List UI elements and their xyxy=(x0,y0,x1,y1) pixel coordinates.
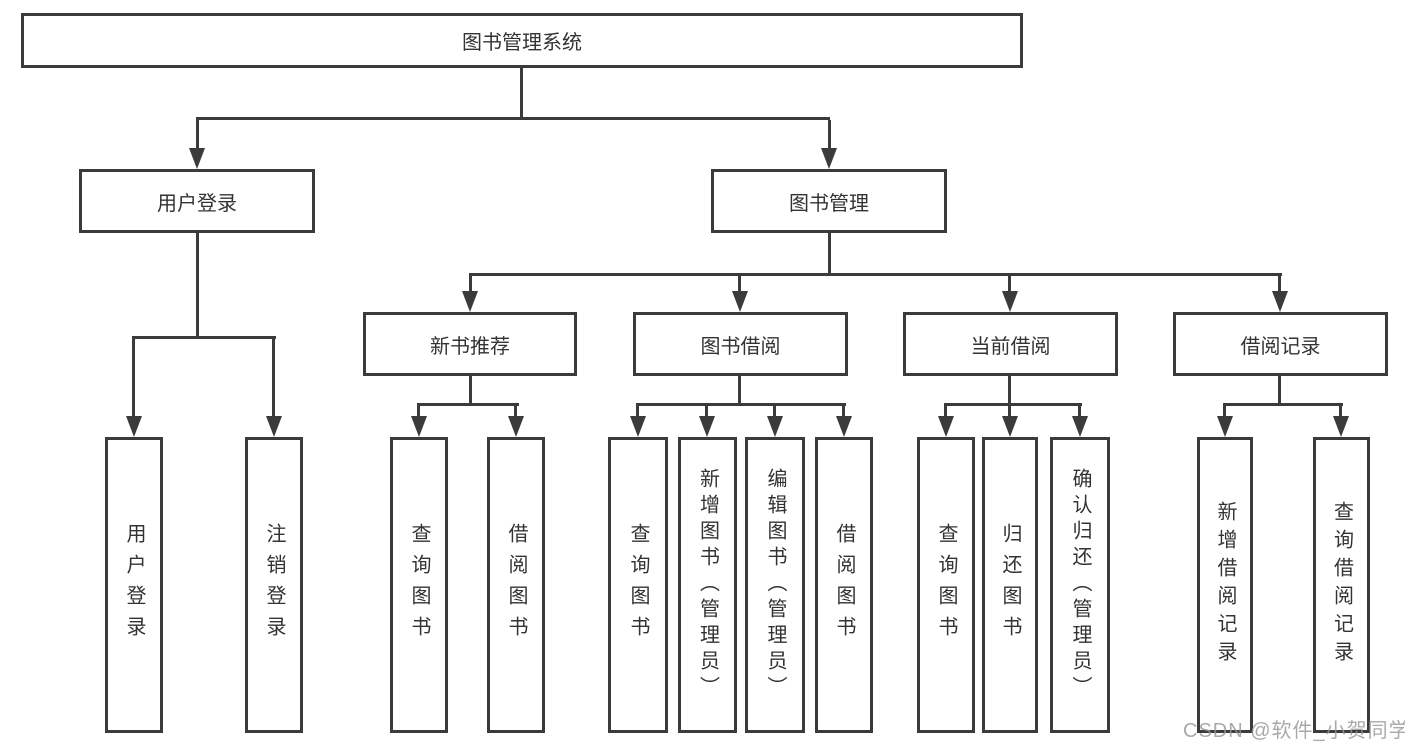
leaf-query-book-1: 查询图书 xyxy=(390,437,448,733)
connector-line xyxy=(1008,376,1011,406)
connector-line xyxy=(738,376,741,406)
leaf-return-book: 归还图书 xyxy=(982,437,1038,733)
node-user-login-label: 用户登录 xyxy=(157,192,237,215)
connector-line xyxy=(196,233,199,339)
arrow-down-icon xyxy=(938,416,954,437)
connector-line xyxy=(417,403,519,406)
connector-line xyxy=(738,276,741,291)
connector-line xyxy=(469,273,1282,276)
connector-line xyxy=(636,406,639,416)
node-book-mgmt-label: 图书管理 xyxy=(789,192,869,215)
arrow-down-icon xyxy=(1002,416,1018,437)
connector-line xyxy=(705,406,708,416)
connector-line xyxy=(1078,406,1081,416)
connector-line xyxy=(417,406,420,416)
node-book-borrow-label: 图书借阅 xyxy=(700,335,781,358)
connector-line xyxy=(842,406,845,416)
leaf-logout-label: 注销登录 xyxy=(263,523,285,647)
node-current-borrow: 当前借阅 xyxy=(903,312,1118,376)
arrow-down-icon xyxy=(126,416,142,437)
arrow-down-icon xyxy=(836,416,852,437)
connector-line xyxy=(132,339,135,416)
leaf-confirm-return: 确认归还（管理员） xyxy=(1050,437,1110,733)
node-book-mgmt: 图书管理 xyxy=(711,169,947,233)
connector-line xyxy=(272,339,275,416)
arrow-down-icon xyxy=(1002,291,1018,312)
arrow-down-icon xyxy=(1072,416,1088,437)
leaf-user-login-label: 用户登录 xyxy=(123,523,145,647)
arrow-down-icon xyxy=(1272,291,1288,312)
connector-line xyxy=(828,233,831,276)
leaf-query-book-2: 查询图书 xyxy=(608,437,668,733)
arrow-down-icon xyxy=(1217,416,1233,437)
arrow-down-icon xyxy=(508,416,524,437)
leaf-add-book-label: 新增图书（管理员） xyxy=(696,468,719,702)
node-root: 图书管理系统 xyxy=(21,13,1023,68)
connector-line xyxy=(196,117,830,120)
connector-line xyxy=(636,403,846,406)
connector-line xyxy=(1223,406,1226,416)
node-current-borrow-label: 当前借阅 xyxy=(970,335,1051,358)
leaf-add-book: 新增图书（管理员） xyxy=(678,437,737,733)
node-user-login: 用户登录 xyxy=(79,169,315,233)
leaf-borrow-book-1-label: 借阅图书 xyxy=(505,523,527,647)
connector-line xyxy=(1008,276,1011,291)
connector-line xyxy=(520,68,523,120)
leaf-query-book-2-label: 查询图书 xyxy=(627,523,649,647)
leaf-borrow-book-2-label: 借阅图书 xyxy=(833,523,855,647)
arrow-down-icon xyxy=(732,291,748,312)
arrow-down-icon xyxy=(266,416,282,437)
connector-line xyxy=(196,120,199,148)
connector-line xyxy=(1278,276,1281,291)
connector-line xyxy=(469,276,472,291)
connector-line xyxy=(132,336,276,339)
leaf-borrow-book-1: 借阅图书 xyxy=(487,437,545,733)
arrow-down-icon xyxy=(821,148,837,169)
leaf-add-record-label: 新增借阅记录 xyxy=(1214,501,1236,669)
leaf-query-record-label: 查询借阅记录 xyxy=(1330,501,1353,669)
arrow-down-icon xyxy=(411,416,427,437)
connector-line xyxy=(1278,376,1281,406)
node-root-label: 图书管理系统 xyxy=(462,32,582,54)
leaf-borrow-book-2: 借阅图书 xyxy=(815,437,873,733)
leaf-logout: 注销登录 xyxy=(245,437,303,733)
leaf-query-book-3: 查询图书 xyxy=(917,437,975,733)
leaf-query-book-3-label: 查询图书 xyxy=(935,523,957,647)
connector-line xyxy=(469,376,472,406)
leaf-return-book-label: 归还图书 xyxy=(999,523,1021,647)
arrow-down-icon xyxy=(699,416,715,437)
leaf-edit-book-label: 编辑图书（管理员） xyxy=(764,468,786,702)
leaf-add-record: 新增借阅记录 xyxy=(1197,437,1253,733)
node-new-book-rec-label: 新书推荐 xyxy=(430,335,510,358)
arrow-down-icon xyxy=(630,416,646,437)
arrow-down-icon xyxy=(189,148,205,169)
node-new-book-rec: 新书推荐 xyxy=(363,312,577,376)
connector-line xyxy=(514,406,517,416)
connector-line xyxy=(1223,403,1343,406)
arrow-down-icon xyxy=(767,416,783,437)
arrow-down-icon xyxy=(462,291,478,312)
connector-line xyxy=(1008,406,1011,416)
leaf-edit-book: 编辑图书（管理员） xyxy=(745,437,805,733)
connector-line xyxy=(944,403,1082,406)
connector-line xyxy=(944,406,947,416)
connector-line xyxy=(828,120,831,148)
arrow-down-icon xyxy=(1333,416,1349,437)
leaf-confirm-return-label: 确认归还（管理员） xyxy=(1069,468,1091,702)
leaf-query-record: 查询借阅记录 xyxy=(1313,437,1370,733)
connector-line xyxy=(773,406,776,416)
node-book-borrow: 图书借阅 xyxy=(633,312,848,376)
leaf-query-book-1-label: 查询图书 xyxy=(408,523,430,647)
connector-line xyxy=(1339,406,1342,416)
node-borrow-record: 借阅记录 xyxy=(1173,312,1388,376)
watermark: CSDN @软件_小贺同学 xyxy=(1183,720,1405,742)
leaf-user-login: 用户登录 xyxy=(105,437,163,733)
node-borrow-record-label: 借阅记录 xyxy=(1240,335,1321,358)
